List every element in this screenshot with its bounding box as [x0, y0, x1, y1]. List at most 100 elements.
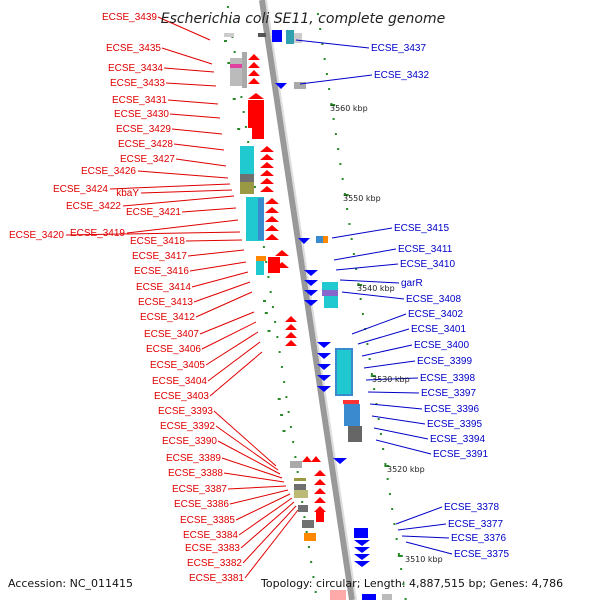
gene-label-right[interactable]: ECSE_3411 — [398, 244, 453, 255]
gene-label-right[interactable]: ECSE_3410 — [400, 259, 455, 270]
gene-label-right[interactable]: ECSE_3377 — [448, 519, 503, 530]
gene-label-left[interactable]: ECSE_3389 — [166, 453, 221, 464]
tick-dot — [373, 388, 376, 390]
gene-box-cyan — [337, 350, 351, 394]
gene-box-pink — [330, 590, 346, 600]
gene-label-left[interactable]: ECSE_3414 — [136, 282, 191, 293]
gene-box-red — [248, 100, 264, 128]
gene-label-right[interactable]: ECSE_3394 — [430, 434, 485, 445]
gene-label-right[interactable]: ECSE_3408 — [406, 294, 461, 305]
gene-label-right[interactable]: ECSE_3400 — [414, 340, 469, 351]
gene-label-left[interactable]: ECSE_3388 — [168, 468, 223, 479]
gene-box-grey — [348, 426, 362, 442]
gene-label-left[interactable]: ECSE_3383 — [185, 543, 240, 554]
gene-arrow-red — [285, 340, 297, 346]
gene-label-right[interactable]: ECSE_3415 — [394, 223, 449, 234]
tick-dot — [280, 366, 283, 368]
tick-dot — [310, 561, 313, 563]
gene-label-left[interactable]: ECSE_3430 — [114, 109, 169, 120]
leader-line-left — [209, 351, 263, 397]
gene-arrow-blue — [304, 290, 318, 296]
gene-label-right[interactable]: ECSE_3397 — [421, 388, 476, 399]
gene-label-left[interactable]: ECSE_3407 — [144, 329, 199, 340]
leader-line-left — [187, 249, 245, 257]
gene-label-right[interactable]: ECSE_3401 — [411, 324, 466, 335]
gene-label-left[interactable]: kbaY — [116, 188, 139, 199]
tick-dot — [312, 576, 315, 578]
tick-dot — [307, 546, 310, 548]
gene-label-left[interactable]: ECSE_3424 — [53, 184, 108, 195]
leader-line-right — [299, 74, 373, 85]
gene-label-left[interactable]: ECSE_3417 — [132, 251, 187, 262]
gene-label-left[interactable]: ECSE_3384 — [183, 530, 238, 541]
position-ticks — [224, 6, 407, 600]
gene-label-left[interactable]: ECSE_3393 — [158, 406, 213, 417]
gene-box-grey — [294, 33, 302, 43]
gene-label-left[interactable]: ECSE_3412 — [140, 312, 195, 323]
gene-box-olive — [294, 478, 306, 481]
tick-dot — [294, 456, 297, 458]
gene-label-left[interactable]: ECSE_3431 — [112, 95, 167, 106]
gene-label-left[interactable]: ECSE_3434 — [108, 63, 163, 74]
gene-label-right[interactable]: ECSE_3376 — [451, 533, 506, 544]
gene-label-left[interactable]: ECSE_3385 — [180, 515, 235, 526]
leader-line-right — [365, 377, 419, 381]
gene-label-left[interactable]: ECSE_3419 — [70, 228, 125, 239]
gene-label-right[interactable]: ECSE_3396 — [424, 404, 479, 415]
gene-box-grey — [302, 520, 314, 528]
gene-label-left[interactable]: ECSE_3421 — [126, 207, 181, 218]
gene-label-left[interactable]: ECSE_3381 — [189, 573, 244, 584]
gene-label-left[interactable]: ECSE_3413 — [138, 297, 193, 308]
tick-dot — [301, 501, 304, 503]
genome-title: Escherichia coli SE11, complete genome — [161, 11, 445, 27]
gene-arrow-blue — [275, 83, 287, 89]
gene-label-right[interactable]: garR — [401, 278, 423, 289]
gene-label-right[interactable]: ECSE_3437 — [371, 43, 426, 54]
leader-line-left — [229, 489, 289, 505]
gene-label-left[interactable]: ECSE_3405 — [150, 360, 205, 371]
tick-dot — [361, 313, 364, 315]
gene-label-right[interactable]: ECSE_3402 — [408, 309, 463, 320]
gene-label-left[interactable]: ECSE_3403 — [154, 391, 209, 402]
gene-label-left[interactable]: ECSE_3390 — [162, 436, 217, 447]
leader-line-left — [242, 505, 297, 564]
tick-dot — [328, 88, 331, 90]
gene-label-left[interactable]: ECSE_3404 — [152, 376, 207, 387]
gene-label-left[interactable]: ECSE_3433 — [110, 78, 165, 89]
gene-label-left[interactable]: ECSE_3416 — [134, 266, 189, 277]
leader-line-left — [221, 457, 283, 479]
gene-label-left[interactable]: ECSE_3422 — [66, 201, 121, 212]
gene-label-left[interactable]: ECSE_3428 — [118, 139, 173, 150]
gene-label-left[interactable]: ECSE_3429 — [116, 124, 171, 135]
gene-label-right[interactable]: ECSE_3391 — [433, 449, 488, 460]
gene-box-olive — [240, 182, 254, 194]
gene-label-left[interactable]: ECSE_3420 — [9, 230, 64, 241]
gene-label-left[interactable]: ECSE_3392 — [160, 421, 215, 432]
gene-label-right[interactable]: ECSE_3399 — [417, 356, 472, 367]
gene-label-left[interactable]: ECSE_3418 — [130, 236, 185, 247]
gene-label-right[interactable]: ECSE_3398 — [420, 373, 475, 384]
leader-line-left — [167, 99, 219, 105]
tick-dot — [287, 411, 290, 413]
gene-box-grey — [294, 82, 306, 89]
tick-dot — [242, 111, 245, 113]
gene-label-left[interactable]: ECSE_3387 — [172, 484, 227, 495]
gene-label-left[interactable]: ECSE_3439 — [102, 12, 157, 23]
leader-line-left — [137, 170, 229, 179]
gene-box-blue — [258, 198, 264, 240]
leader-line-left — [171, 128, 223, 135]
gene-label-left[interactable]: ECSE_3435 — [106, 43, 161, 54]
tick-dot — [341, 178, 344, 180]
gene-label-left[interactable]: ECSE_3406 — [146, 344, 201, 355]
gene-label-left[interactable]: ECSE_3426 — [81, 166, 136, 177]
leader-line-left — [213, 410, 277, 467]
gene-label-right[interactable]: ECSE_3432 — [374, 70, 429, 81]
gene-label-left[interactable]: ECSE_3427 — [120, 154, 175, 165]
leader-line-left — [157, 16, 211, 41]
gene-label-right[interactable]: ECSE_3395 — [427, 419, 482, 430]
gene-label-left[interactable]: ECSE_3382 — [187, 558, 242, 569]
gene-label-left[interactable]: ECSE_3386 — [174, 499, 229, 510]
gene-label-right[interactable]: ECSE_3378 — [444, 502, 499, 513]
gene-label-right[interactable]: ECSE_3375 — [454, 549, 509, 560]
tick-dot — [323, 58, 326, 60]
